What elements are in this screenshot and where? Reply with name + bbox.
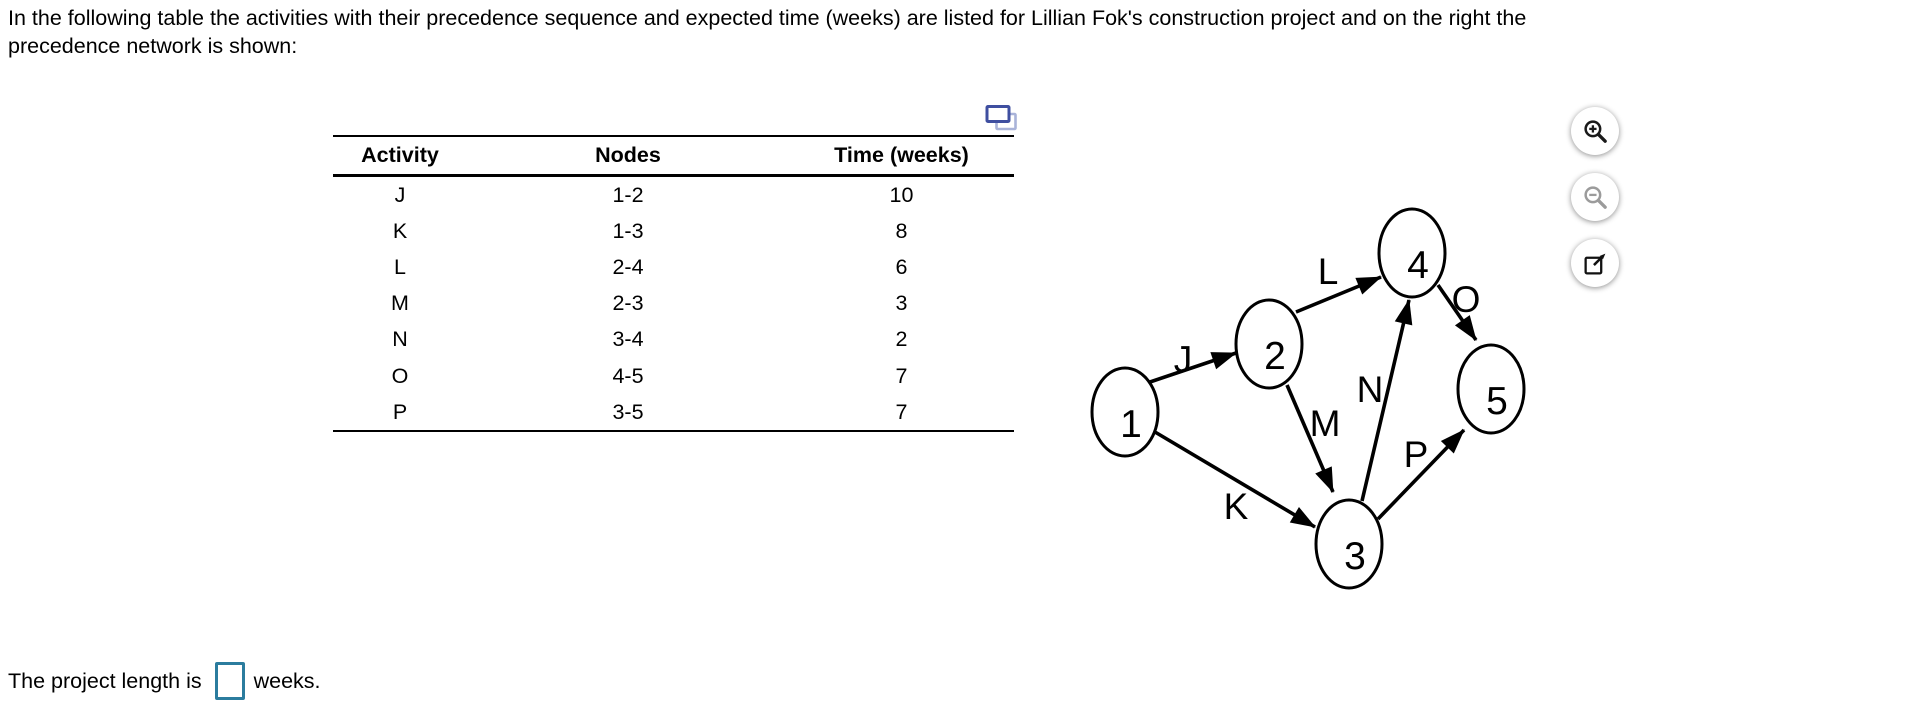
header-nodes: Nodes <box>467 136 789 177</box>
table-cell: 3 <box>895 291 908 316</box>
network-node-4 <box>1377 207 1447 299</box>
answer-prefix: The project length is <box>8 668 202 693</box>
magnifier-minus-icon <box>1583 185 1607 209</box>
edge-1-3 <box>1154 430 1316 529</box>
table-row: M 2-3 3 <box>333 286 1014 322</box>
table-cell: 6 <box>895 254 908 279</box>
popout-icon <box>1583 253 1605 275</box>
network-node-3 <box>1314 498 1384 590</box>
table-cell: 10 <box>889 182 914 207</box>
table-cell: 2-4 <box>612 254 644 279</box>
zoom-in-button[interactable] <box>1571 107 1619 155</box>
table-cell: 2-3 <box>612 291 644 316</box>
activity-label-P: P <box>1404 434 1429 475</box>
answer-line: The project length is weeks. <box>8 662 321 700</box>
header-activity: Activity <box>333 136 467 177</box>
table-row: J 1-2 10 <box>333 176 1014 214</box>
table-row: K 1-3 8 <box>333 213 1014 249</box>
node-label-4: 4 <box>1407 244 1429 287</box>
table-cell: 2 <box>895 327 908 352</box>
node-label-2: 2 <box>1264 335 1286 378</box>
table-row: P 3-5 7 <box>333 394 1014 431</box>
table-header-row: Activity Nodes Time (weeks) <box>333 136 1014 177</box>
magnifier-plus-icon <box>1583 119 1607 143</box>
network-node-5 <box>1456 343 1526 435</box>
edge-3-5 <box>1376 428 1466 521</box>
network-node-2 <box>1234 298 1304 390</box>
table-cell: L <box>394 254 406 279</box>
problem-statement-line2: precedence network is shown: <box>8 33 298 58</box>
precedence-network: 1 2 3 4 5 J K L MN O P <box>1090 207 1526 590</box>
open-in-new-window-button[interactable] <box>1571 239 1619 287</box>
activity-label-M: M <box>1310 403 1341 444</box>
table-popout-icon[interactable] <box>985 104 1018 134</box>
edge-3-4 <box>1360 299 1413 502</box>
node-label-3: 3 <box>1344 535 1366 578</box>
table-row: L 2-4 6 <box>333 249 1014 285</box>
edge-2-4 <box>1295 275 1382 314</box>
problem-statement: In the following table the activities wi… <box>8 5 1898 60</box>
table-cell: O <box>391 363 409 388</box>
table-row: O 4-5 7 <box>333 358 1014 394</box>
edge-4-5 <box>1436 283 1478 342</box>
table-cell: 3-4 <box>612 327 644 352</box>
activity-label-K: K <box>1224 486 1249 527</box>
answer-suffix: weeks. <box>253 668 321 693</box>
table-cell: 7 <box>895 399 908 424</box>
edge-2-3 <box>1285 384 1335 493</box>
edge-1-2 <box>1149 351 1237 384</box>
table-cell: N <box>392 327 408 352</box>
table-cell: 1-2 <box>612 182 644 207</box>
problem-statement-line1: In the following table the activities wi… <box>8 6 1527 30</box>
table-cell: 3-5 <box>612 399 644 424</box>
table-cell: J <box>394 182 406 207</box>
table-cell: M <box>391 291 409 316</box>
header-time: Time (weeks) <box>789 136 1014 177</box>
zoom-out-button[interactable] <box>1571 173 1619 221</box>
table-cell: P <box>392 399 408 424</box>
table-cell: 1-3 <box>612 218 644 243</box>
node-label-1: 1 <box>1120 403 1142 446</box>
table-row: N 3-4 2 <box>333 322 1014 358</box>
activity-label-J: J <box>1174 339 1193 380</box>
project-length-input[interactable] <box>214 662 245 700</box>
network-node-1 <box>1090 366 1160 458</box>
activity-label-O: O <box>1452 279 1481 320</box>
node-label-5: 5 <box>1486 380 1508 423</box>
activity-label-L: L <box>1318 251 1339 292</box>
table-cell: 4-5 <box>612 363 644 388</box>
table-cell: 7 <box>895 363 908 388</box>
activity-label-N: N <box>1357 369 1384 410</box>
table-cell: K <box>392 218 408 243</box>
table-cell: 8 <box>895 218 908 243</box>
